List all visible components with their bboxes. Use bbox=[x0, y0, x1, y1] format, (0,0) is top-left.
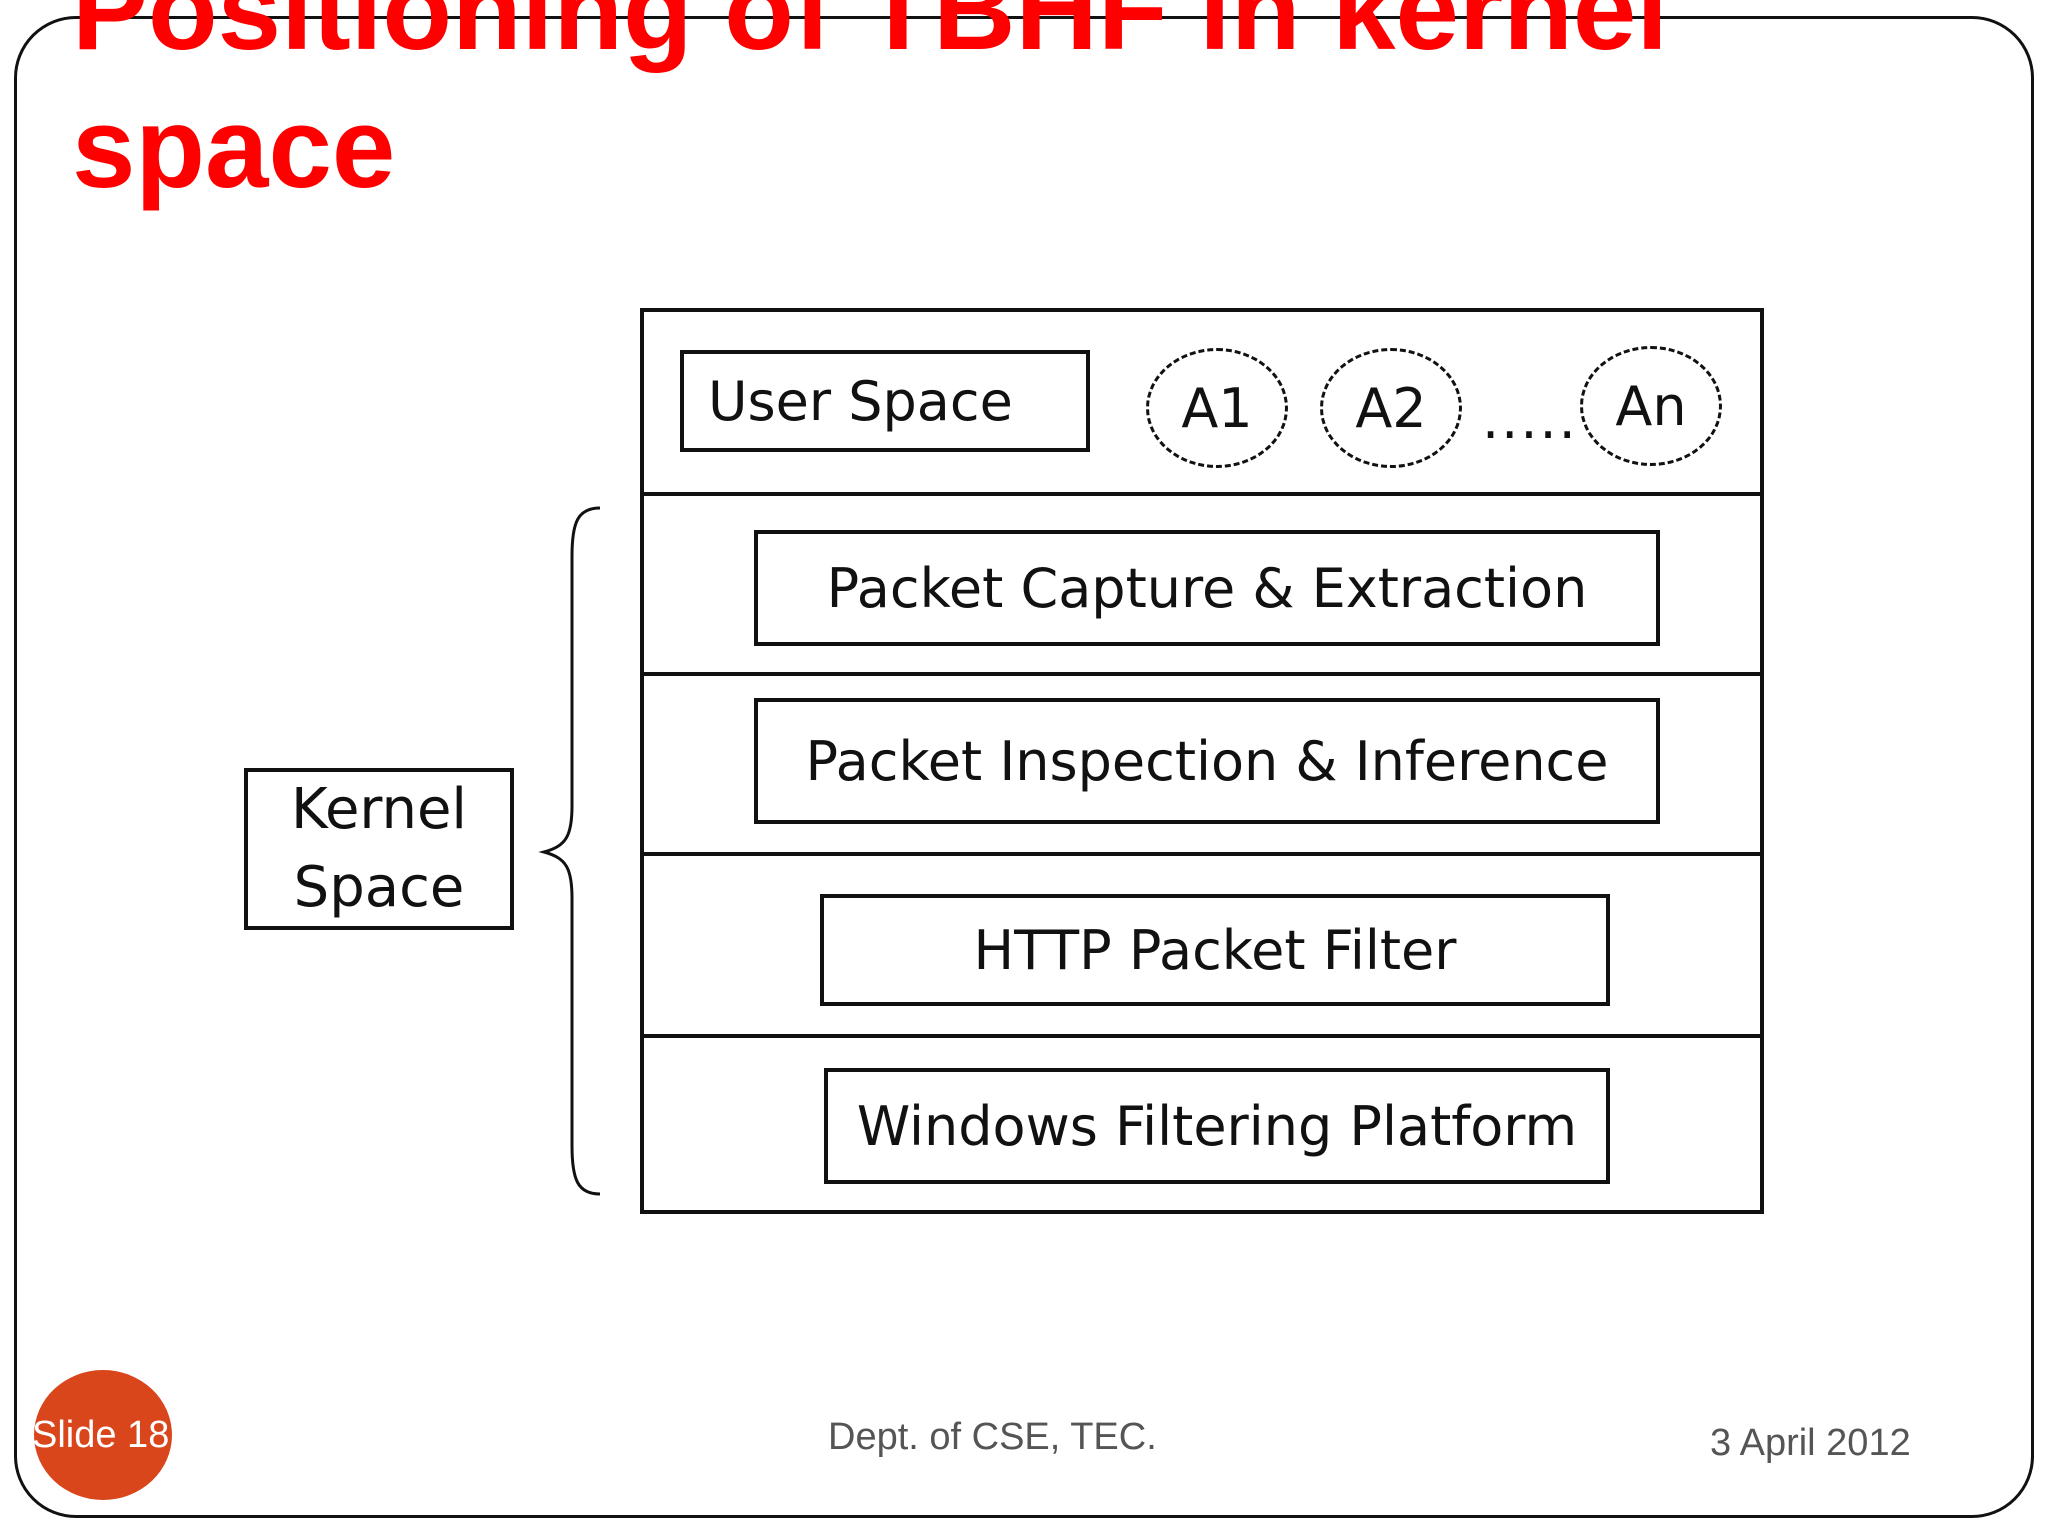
app-label-a2: A2 bbox=[1355, 376, 1427, 440]
layer-row-4: Windows Filtering Platform bbox=[644, 1034, 1760, 1214]
layer-row-1: Packet Capture & Extraction bbox=[644, 492, 1760, 672]
user-space-box: User Space bbox=[680, 350, 1090, 452]
layer-stack: User Space A1 A2 ..... An Packet Capture… bbox=[640, 308, 1764, 1214]
kernel-space-label-box: Kernel Space bbox=[244, 768, 514, 930]
layer-label-packet-capture: Packet Capture & Extraction bbox=[826, 556, 1588, 620]
footer-date: 3 April 2012 bbox=[1710, 1422, 1911, 1464]
app-circle-a1: A1 bbox=[1146, 348, 1288, 468]
layer-row-2: Packet Inspection & Inference bbox=[644, 672, 1760, 852]
layer-box-wfp: Windows Filtering Platform bbox=[824, 1068, 1610, 1184]
apps-ellipsis: ..... bbox=[1482, 388, 1578, 451]
layer-box-packet-capture: Packet Capture & Extraction bbox=[754, 530, 1660, 646]
layer-box-http-filter: HTTP Packet Filter bbox=[820, 894, 1610, 1006]
footer-department: Dept. of CSE, TEC. bbox=[828, 1416, 1157, 1458]
app-label-an: An bbox=[1615, 374, 1687, 438]
user-space-row: User Space A1 A2 ..... An bbox=[644, 312, 1760, 492]
app-circle-an: An bbox=[1580, 346, 1722, 466]
app-label-a1: A1 bbox=[1181, 376, 1253, 440]
layer-label-packet-inspection: Packet Inspection & Inference bbox=[805, 729, 1609, 793]
slide-number: Slide 18 bbox=[32, 1414, 170, 1456]
layer-row-3: HTTP Packet Filter bbox=[644, 852, 1760, 1034]
layer-box-packet-inspection: Packet Inspection & Inference bbox=[754, 698, 1660, 824]
kernel-label-line2: Space bbox=[293, 855, 465, 920]
layer-label-http-filter: HTTP Packet Filter bbox=[973, 918, 1457, 982]
user-space-label: User Space bbox=[708, 369, 1013, 433]
app-circle-a2: A2 bbox=[1320, 348, 1462, 468]
layer-label-wfp: Windows Filtering Platform bbox=[856, 1094, 1578, 1158]
curly-brace-icon bbox=[538, 506, 601, 1196]
slide-number-badge bbox=[34, 1370, 172, 1500]
slide-title: Positioning of TBHF in kernel space bbox=[72, 0, 1668, 212]
kernel-label-line1: Kernel bbox=[291, 777, 467, 842]
